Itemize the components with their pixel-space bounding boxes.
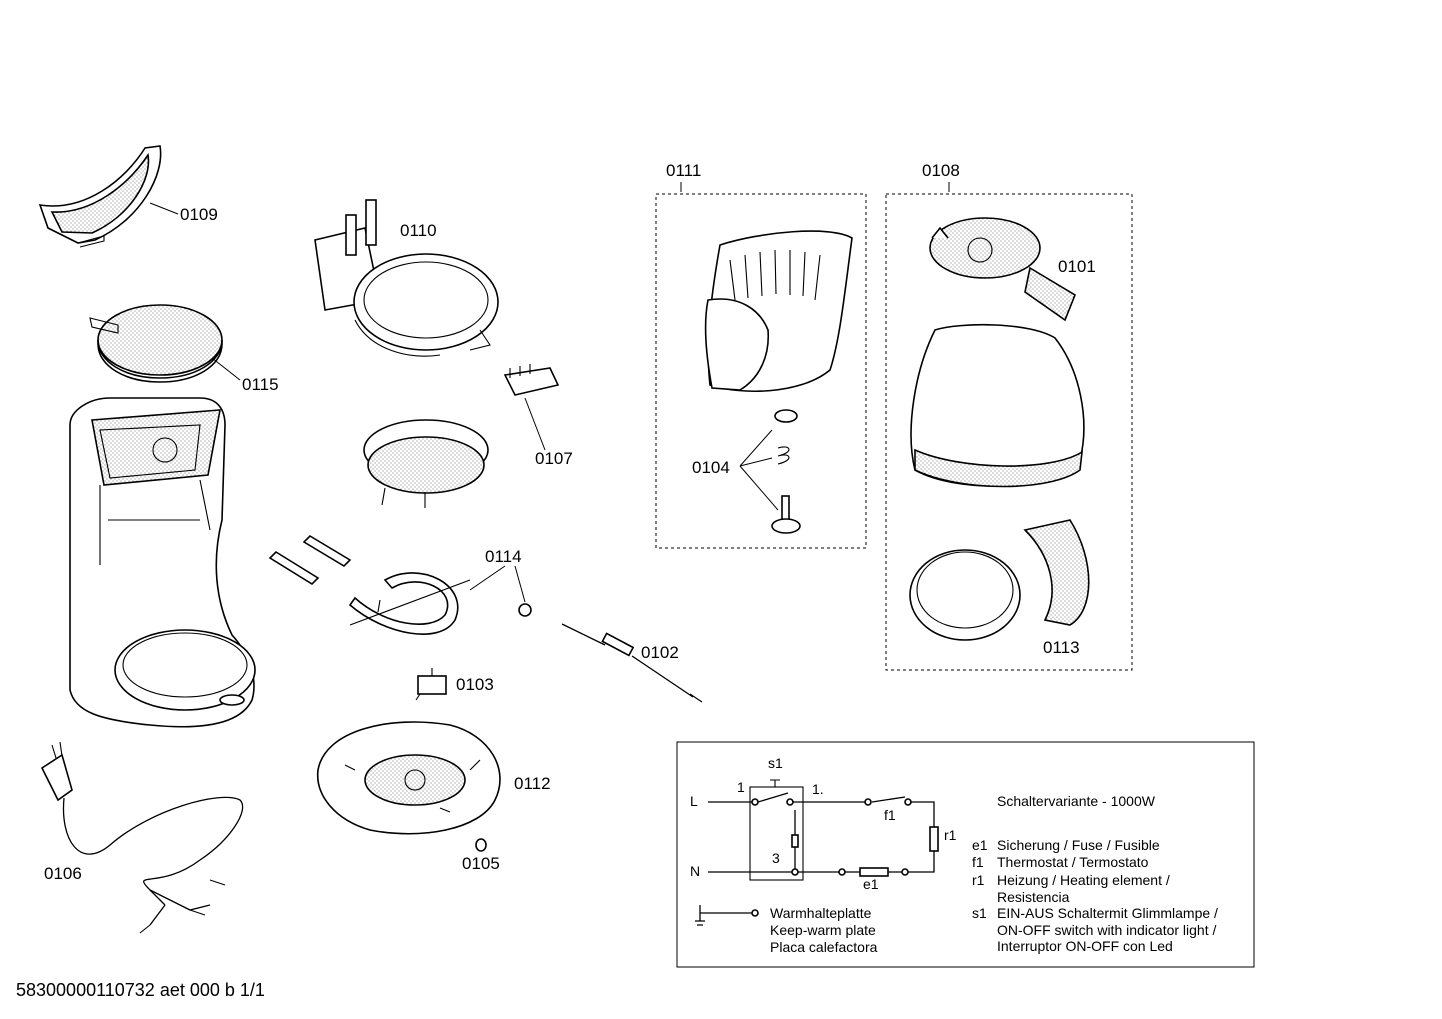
label-terminal-1: 1 — [737, 779, 745, 795]
callout-0115: 0115 — [242, 375, 279, 394]
legend-text: EIN-AUS Schaltermit Glimmlampe / — [997, 905, 1218, 921]
part-0109-lid-flap: 0109 — [38, 145, 218, 248]
part-0106-power-cord: 0106 — [40, 741, 244, 934]
label-s1: s1 — [768, 755, 783, 771]
group-0111: 0111 0104 — [655, 161, 867, 549]
label-f1: f1 — [884, 807, 896, 823]
legend-code: f1 — [972, 854, 984, 870]
part-0103-thermostat: 0103 — [415, 668, 494, 701]
label-e1: e1 — [863, 876, 879, 892]
legend-text: ON-OFF switch with indicator light / — [997, 922, 1216, 938]
group-0108: 0108 0101 0113 — [885, 161, 1133, 671]
legend-text: Sicherung / Fuse / Fusible — [997, 837, 1160, 853]
part-insulation-tubes — [268, 534, 352, 586]
callout-0109: 0109 — [180, 205, 218, 224]
part-filter-seal — [363, 419, 489, 508]
ground-label-es: Placa calefactora — [770, 939, 878, 955]
callout-0101: 0101 — [1058, 257, 1096, 276]
callout-0108: 0108 — [922, 161, 960, 180]
callout-0105: 0105 — [462, 854, 500, 873]
callout-0106: 0106 — [44, 864, 82, 883]
part-0102-fuse: 0102 — [561, 623, 703, 703]
legend-text: Heizung / Heating element / — [997, 872, 1170, 888]
callout-0112: 0112 — [514, 774, 551, 793]
callout-0103: 0103 — [456, 675, 494, 694]
label-N: N — [690, 863, 700, 879]
label-r1: r1 — [944, 827, 957, 843]
switch-variant-label: Schaltervariante - 1000W — [997, 793, 1156, 809]
part-0110-carrier: 0110 — [314, 199, 499, 357]
callout-0113: 0113 — [1043, 638, 1080, 657]
legend-code: s1 — [972, 905, 987, 921]
callout-0102: 0102 — [641, 643, 679, 662]
label-terminal-3: 3 — [772, 850, 780, 866]
legend-text: Thermostat / Termostato — [997, 854, 1149, 870]
part-0112-base: 0112 — [316, 721, 551, 835]
legend-code: r1 — [972, 872, 985, 888]
ground-label-en: Keep-warm plate — [770, 922, 876, 938]
part-housing — [69, 397, 256, 728]
label-L: L — [690, 793, 698, 809]
callout-0110: 0110 — [400, 221, 437, 240]
part-0107-switch: 0107 — [503, 364, 573, 468]
wiring-schematic: s1 L N 1 1. 3 f1 r1 e1 Warmhalteplatte K… — [676, 741, 1255, 968]
part-0114-heater: 0114 — [348, 547, 532, 635]
callout-0107: 0107 — [535, 449, 573, 468]
callout-0104: 0104 — [692, 458, 730, 477]
legend-text: Interruptor ON-OFF con Led — [997, 938, 1173, 954]
ground-label-de: Warmhalteplatte — [770, 905, 872, 921]
label-terminal-1dot: 1. — [812, 781, 824, 797]
part-0115-lid: 0115 — [89, 304, 279, 394]
callout-0114: 0114 — [485, 547, 522, 566]
callout-0111: 0111 — [666, 161, 701, 180]
legend-text: Resistencia — [997, 889, 1070, 905]
part-0105-foot: 0105 — [462, 838, 500, 873]
legend-code: e1 — [972, 837, 988, 853]
document-footer: 58300000110732 aet 000 b 1/1 — [16, 980, 265, 1000]
